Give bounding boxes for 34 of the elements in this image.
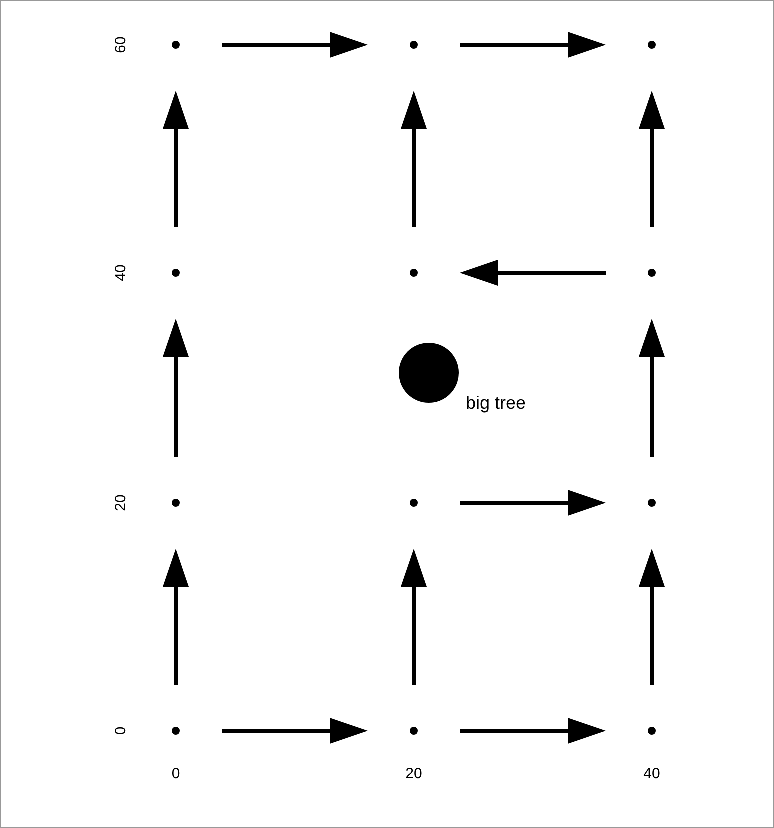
- grid-point: [172, 41, 180, 49]
- grid-point: [410, 269, 418, 277]
- grid-point: [410, 727, 418, 735]
- arrow: [163, 549, 189, 685]
- grid-point: [172, 269, 180, 277]
- grid-point: [648, 269, 656, 277]
- arrow: [639, 549, 665, 685]
- arrow: [639, 91, 665, 227]
- axis-tick-label: 20: [406, 766, 422, 782]
- axis-tick-label: 20: [112, 494, 130, 512]
- arrow: [460, 718, 606, 744]
- arrow: [163, 319, 189, 457]
- grid-point: [648, 727, 656, 735]
- grid-point: [172, 499, 180, 507]
- arrow: [222, 718, 368, 744]
- grid-point: [648, 41, 656, 49]
- arrow: [401, 91, 427, 227]
- grid-point: [410, 499, 418, 507]
- arrow: [460, 260, 606, 286]
- grid-point: [410, 41, 418, 49]
- arrow: [460, 32, 606, 58]
- axis-tick-label: 0: [112, 726, 130, 736]
- axis-tick-label: 40: [644, 766, 660, 782]
- tree-label: big tree: [466, 393, 526, 414]
- axis-tick-label: 60: [112, 36, 130, 54]
- arrow: [460, 490, 606, 516]
- grid-point: [648, 499, 656, 507]
- axis-tick-label: 0: [172, 766, 180, 782]
- arrow: [401, 549, 427, 685]
- arrow: [639, 319, 665, 457]
- grid-point: [172, 727, 180, 735]
- arrow: [222, 32, 368, 58]
- arrow: [163, 91, 189, 227]
- axis-tick-label: 40: [112, 264, 130, 282]
